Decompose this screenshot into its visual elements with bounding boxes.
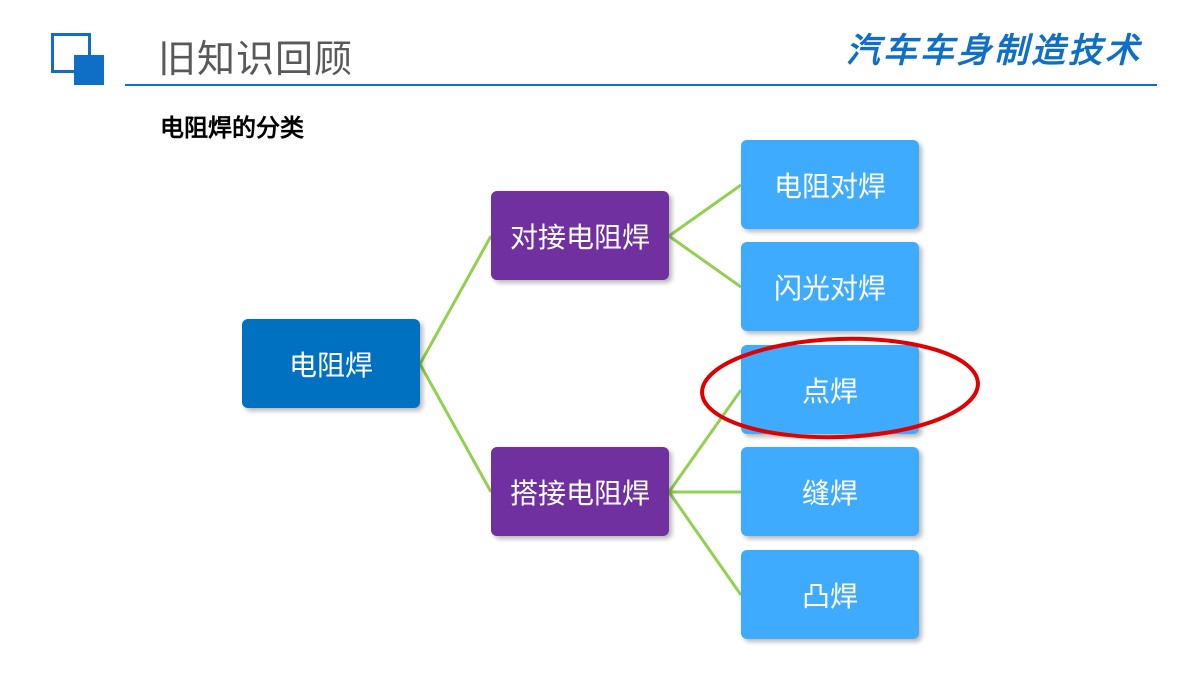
section-heading: 电阻焊的分类 (160, 114, 304, 142)
node-spot-welding: 点焊 (741, 345, 919, 434)
node-root: 电阻焊 (242, 319, 420, 408)
node-butt-resistance-welding: 对接电阻焊 (491, 191, 669, 280)
logo-square-fill (74, 55, 104, 85)
node-flash-butt-welding: 闪光对焊 (741, 242, 919, 331)
page-title: 旧知识回顾 (158, 37, 354, 81)
header-divider (125, 84, 1157, 86)
connector-branch2-leaf3 (667, 389, 743, 493)
connector-branch1-leaf1 (668, 183, 742, 238)
connector-root-branch2 (418, 363, 493, 493)
connector-branch1-leaf2 (668, 234, 742, 289)
connector-root-branch1 (418, 235, 493, 365)
node-resistance-butt-welding: 电阻对焊 (741, 140, 919, 229)
node-lap-resistance-welding: 搭接电阻焊 (491, 447, 669, 536)
connector-branch2-leaf5 (667, 491, 743, 596)
brand-title: 汽车车身制造技术 (846, 31, 1142, 71)
logo-square-outline (51, 33, 91, 73)
node-projection-welding: 凸焊 (741, 550, 919, 639)
node-seam-welding: 缝焊 (741, 447, 919, 536)
